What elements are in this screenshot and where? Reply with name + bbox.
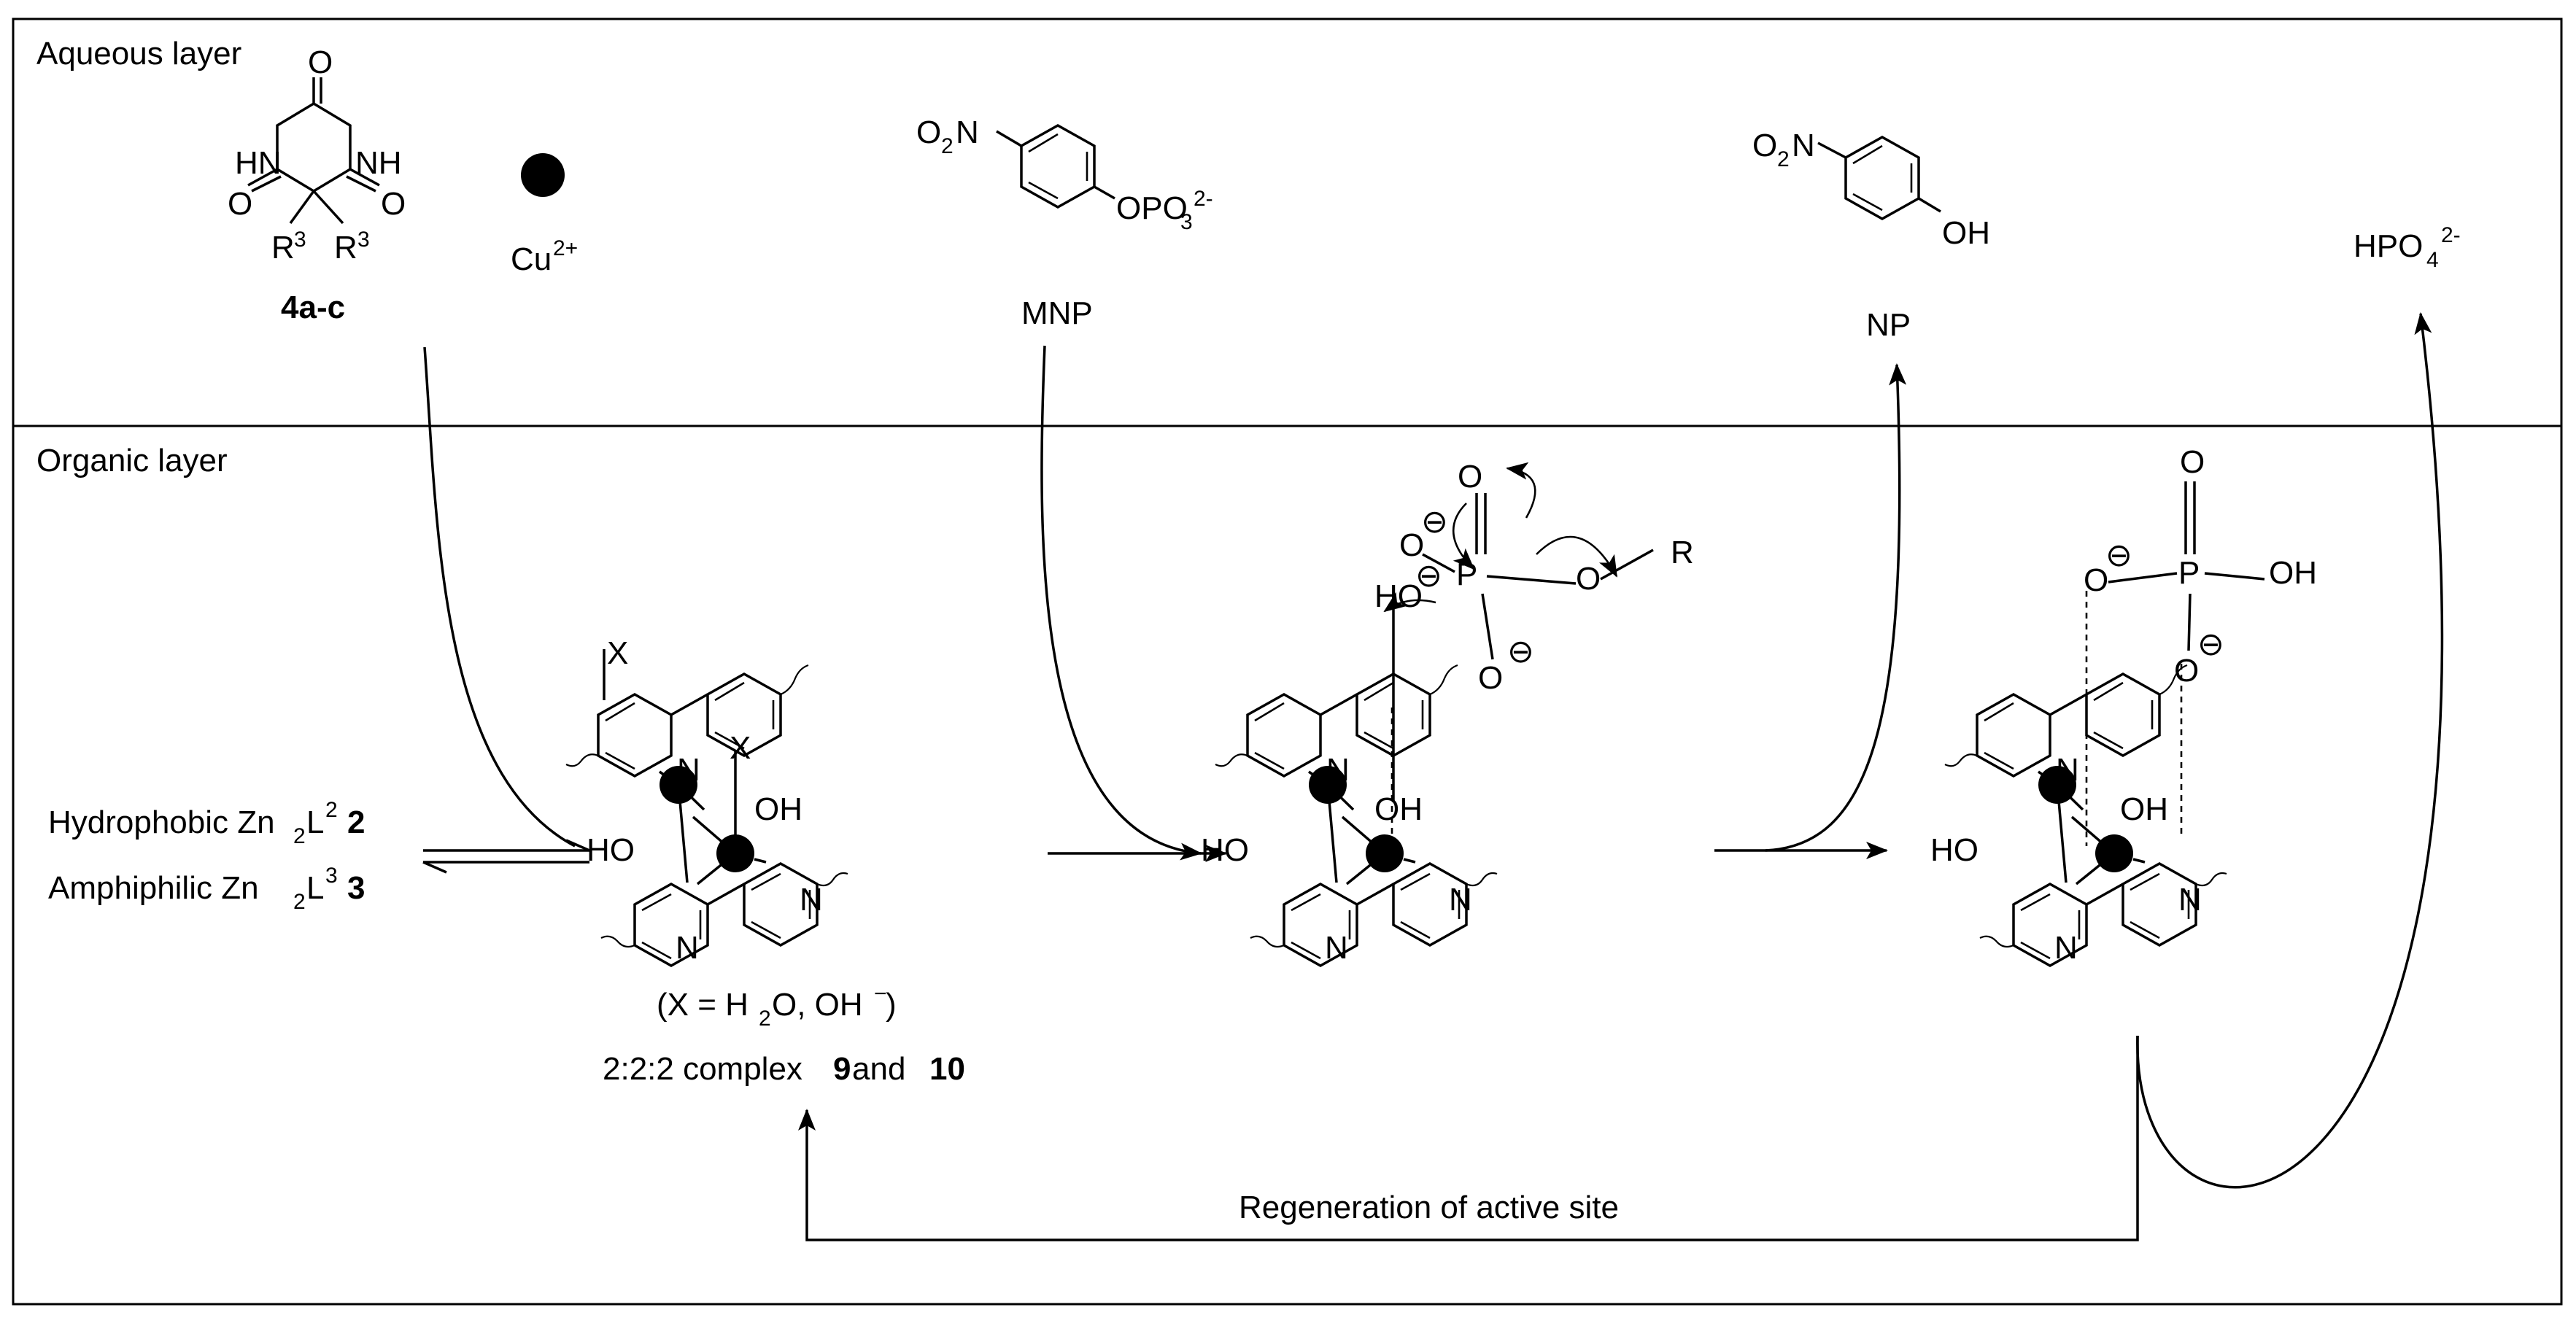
complex-caption-pre: 2:2:2 complex — [603, 1051, 802, 1087]
equilibrium-arrows — [422, 839, 590, 874]
int-o-bottom: O — [1478, 660, 1503, 696]
prod-o-left: O — [2084, 562, 2108, 598]
int-n-lower-ring: N — [1325, 930, 1348, 966]
complex-oh: OH — [754, 791, 802, 827]
copper-dot — [521, 153, 565, 197]
complex-x-note: (X = H — [657, 987, 749, 1023]
prod-oh: OH — [2120, 791, 2168, 827]
barbiturate-label: 4a-c — [281, 290, 345, 325]
int-p-o-top: O — [1458, 459, 1482, 495]
np-n: N — [1792, 128, 1815, 163]
complex-9-10: OH X X HO N N N — [565, 635, 849, 967]
int-ho-top: HO — [1374, 578, 1423, 614]
mnp-o2: O — [916, 115, 941, 150]
hpo4-label-group: HPO 4 2- — [2353, 223, 2461, 272]
prod-n-lower-ring: N — [2054, 930, 2078, 966]
process-arrows — [423, 312, 2444, 1241]
barb-nh: NH — [355, 145, 402, 181]
complex-ho: HO — [587, 832, 635, 868]
complex-x-note-sup: − — [874, 982, 887, 1006]
copper-charge: 2+ — [553, 236, 578, 260]
copper-label: Cu — [511, 241, 552, 277]
mnp-o2-sub: 2 — [941, 134, 954, 158]
np-label: NP — [1866, 307, 1911, 343]
int-o-bottom-minus: ⊖ — [1507, 634, 1534, 670]
copper-ion: Cu 2+ — [511, 153, 578, 277]
intermediate-phosphate: O P O ⊖ O R ⊖ O ⊖ HO — [1374, 459, 1694, 802]
complex-x-note-close: ) — [886, 987, 897, 1023]
barb-r3-left: R — [271, 230, 295, 265]
complex-caption: (X = H 2 O, OH − ) 2:2:2 complex 9 and 1… — [603, 982, 965, 1087]
complex-n-lower-ring: N — [676, 930, 699, 966]
int-o-left: O — [1399, 527, 1424, 563]
amphiphilic-sup: 3 — [325, 864, 338, 888]
hydrophobic-num: 2 — [347, 805, 365, 840]
barb-r3-right: R — [334, 230, 357, 265]
mnp-label: MNP — [1021, 295, 1093, 331]
complex-caption-n2: 10 — [929, 1051, 965, 1087]
prod-o-bottom-minus: ⊖ — [2197, 627, 2224, 662]
hydrophobic-sub: 2 — [293, 824, 306, 848]
catalyst-labels: Hydrophobic Zn 2 L 2 2 Amphiphilic Zn 2 … — [48, 798, 365, 914]
complex-n-upper: N — [677, 752, 700, 788]
int-o-ester: O — [1576, 561, 1601, 597]
mnp-opo-sup: 2- — [1194, 187, 1213, 211]
np-structure: O 2 N OH NP — [1752, 128, 1990, 343]
prod-n-upper: N — [2056, 752, 2079, 788]
amphiphilic-sub: 2 — [293, 890, 306, 914]
outer-frame — [12, 18, 2563, 1306]
barbiturate-structure: O HN NH O O R 3 R 3 4a-c — [228, 44, 406, 325]
product-complex: OH HO N N N — [1930, 591, 2228, 967]
aqueous-layer-label: Aqueous layer — [36, 36, 241, 71]
np-oh: OH — [1942, 215, 1990, 251]
complex-x-top: X — [607, 635, 628, 671]
np-o2-sub: 2 — [1777, 147, 1790, 171]
regeneration-label: Regeneration of active site — [1239, 1190, 1619, 1225]
barb-r3-left-sup: 3 — [294, 228, 306, 252]
np-o2: O — [1752, 128, 1777, 163]
organic-layer-label: Organic layer — [36, 443, 228, 478]
hpo4-sub: 4 — [2426, 248, 2439, 272]
barb-o-top: O — [308, 44, 333, 80]
mnp-opo: OPO — [1116, 190, 1188, 226]
int-minus2: ⊖ — [1415, 558, 1442, 594]
int-oh: OH — [1374, 791, 1423, 827]
complex-caption-n1: 9 — [833, 1051, 851, 1087]
int-ho: HO — [1201, 832, 1249, 868]
complex-n-lower: N — [800, 882, 823, 918]
complex-x-note-mid: O, OH — [772, 987, 863, 1023]
prod-o-bottom: O — [2174, 653, 2199, 689]
prod-p: P — [2178, 555, 2200, 591]
hpo4-label: HPO — [2353, 228, 2423, 264]
prod-n-lower: N — [2178, 882, 2202, 918]
intermediate-complex: OH HO N N N — [1201, 664, 1498, 967]
mnp-structure: O 2 N OPO 3 2- MNP — [916, 115, 1213, 331]
amphiphilic-label: Amphiphilic Zn — [48, 870, 259, 906]
complex-caption-mid: and — [852, 1051, 905, 1087]
complex-x-note-sub: 2 — [759, 1007, 771, 1031]
amphiphilic-l: L — [306, 870, 324, 906]
prod-o-left-minus: ⊖ — [2105, 538, 2132, 573]
complex-x-right: X — [730, 730, 751, 766]
mnp-n: N — [956, 115, 979, 150]
hydrophobic-l: L — [306, 805, 324, 840]
mnp-opo-sub: 3 — [1180, 210, 1193, 234]
hydrophobic-label: Hydrophobic Zn — [48, 805, 275, 840]
int-o-left-minus: ⊖ — [1421, 504, 1448, 540]
barb-r3-right-sup: 3 — [357, 228, 370, 252]
int-n-lower: N — [1449, 882, 1472, 918]
int-n-upper: N — [1326, 752, 1350, 788]
prod-oh-right: OH — [2269, 555, 2317, 591]
amphiphilic-num: 3 — [347, 870, 365, 906]
product-phosphate: O P O ⊖ OH O ⊖ — [2084, 444, 2317, 689]
int-r: R — [1671, 535, 1694, 570]
hpo4-sup: 2- — [2441, 223, 2461, 247]
hydrophobic-sup: 2 — [325, 798, 338, 822]
prod-o-top: O — [2180, 444, 2205, 480]
prod-ho: HO — [1930, 832, 1979, 868]
barb-o-right: O — [381, 186, 406, 222]
barb-o-left: O — [228, 186, 252, 222]
barb-hn: HN — [235, 145, 282, 181]
